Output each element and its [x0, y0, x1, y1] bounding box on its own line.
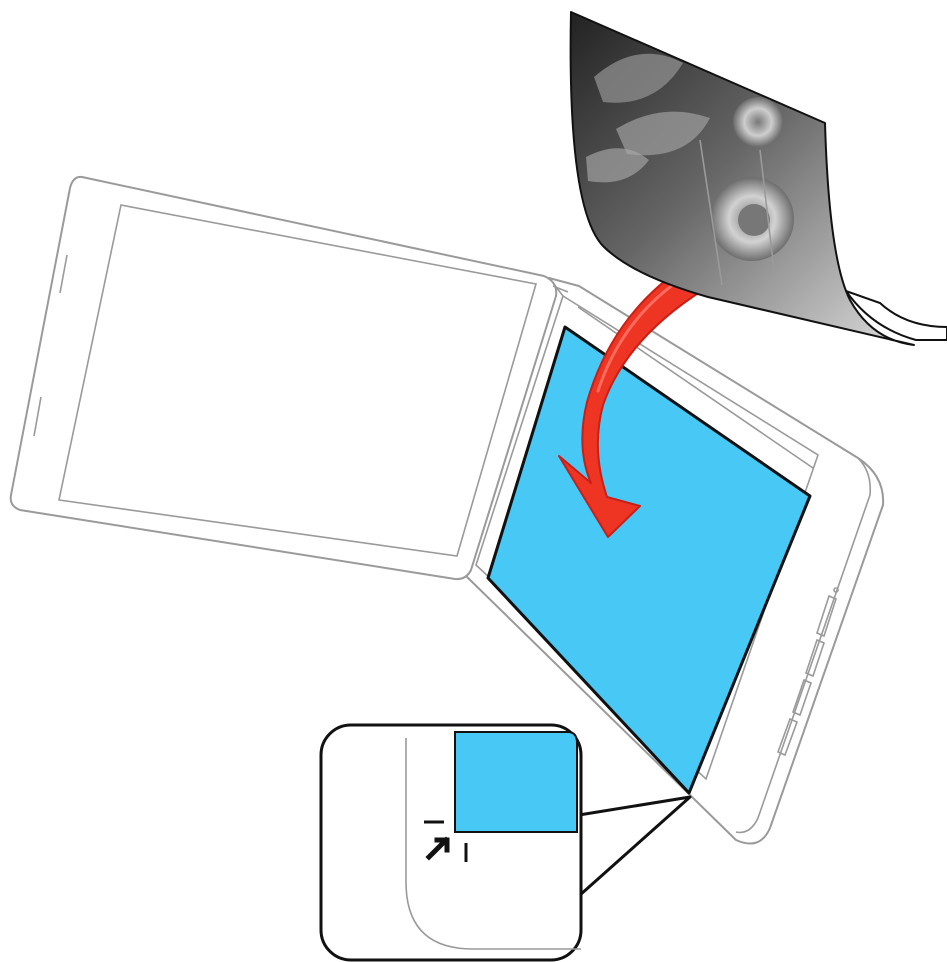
photo-sunflower-center [738, 204, 770, 236]
photo-sunflower-1 [733, 97, 783, 147]
scanner-lid-outer [11, 177, 557, 579]
scanner-lid [11, 177, 568, 579]
callout-pointer [579, 797, 690, 895]
corner-zoom-callout [321, 725, 690, 960]
callout-document-corner [455, 732, 577, 832]
photo-curling [571, 12, 947, 345]
